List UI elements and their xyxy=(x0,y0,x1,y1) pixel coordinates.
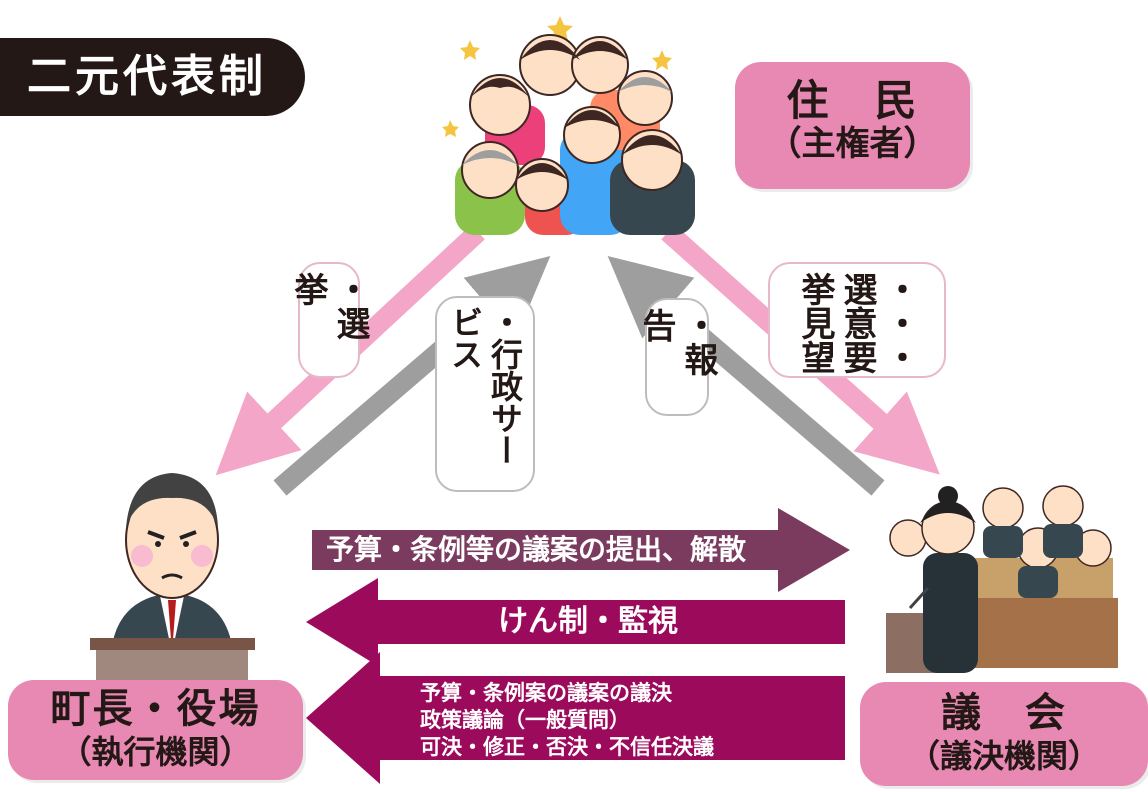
council-box: 議 会 （議決機関） xyxy=(860,682,1148,786)
report-label-text: ・報告 xyxy=(636,308,718,376)
council-name: 議 会 xyxy=(941,690,1067,736)
council-up-label-3: ・要望 xyxy=(795,340,919,374)
proposal-arrow-text: 予算・条例等の議案の提出、解散 xyxy=(326,533,747,566)
check-arrow xyxy=(306,578,845,666)
page-title: 二元代表制 xyxy=(0,38,305,116)
decision-line-1: 予算・条例案の議案の議決 xyxy=(420,681,672,705)
election-label-left: ・選挙 xyxy=(288,262,370,378)
election-label-left-text: ・選挙 xyxy=(288,272,370,340)
council-up-label: ・選挙 ・意見 ・要望 xyxy=(768,262,946,378)
council-up-label-1: ・選挙 xyxy=(795,272,919,306)
residents-box: 住 民 （主権者） xyxy=(735,62,970,189)
decisions-arrow-text: 予算・条例案の議案の議決 政策議論（一般質問） 可決・修正・否決・不信任決議 xyxy=(420,680,840,761)
mayor-illustration xyxy=(90,473,255,680)
admin-service-label-text: ・行政サービス xyxy=(446,306,524,466)
residents-illustration xyxy=(442,16,695,235)
decisions-arrow xyxy=(306,652,845,784)
residents-name: 住 民 xyxy=(786,76,919,125)
mayor-role: （執行機関） xyxy=(59,733,252,771)
residents-role: （主権者） xyxy=(767,124,938,164)
mayor-box: 町長・役場 （執行機関） xyxy=(8,680,303,780)
check-arrow-text: けん制・監視 xyxy=(498,604,678,639)
admin-service-label: ・行政サービス xyxy=(435,296,535,492)
decision-line-3: 可決・修正・否決・不信任決議 xyxy=(420,735,714,759)
council-up-label-2: ・意見 xyxy=(795,306,919,340)
election-arrow-to-mayor xyxy=(215,224,485,476)
report-label: ・報告 xyxy=(636,298,718,416)
mayor-name: 町長・役場 xyxy=(50,686,261,732)
decision-line-2: 政策議論（一般質問） xyxy=(420,708,630,732)
council-illustration xyxy=(886,485,1118,673)
council-role: （議決機関） xyxy=(907,737,1100,775)
proposal-arrow xyxy=(312,508,850,592)
